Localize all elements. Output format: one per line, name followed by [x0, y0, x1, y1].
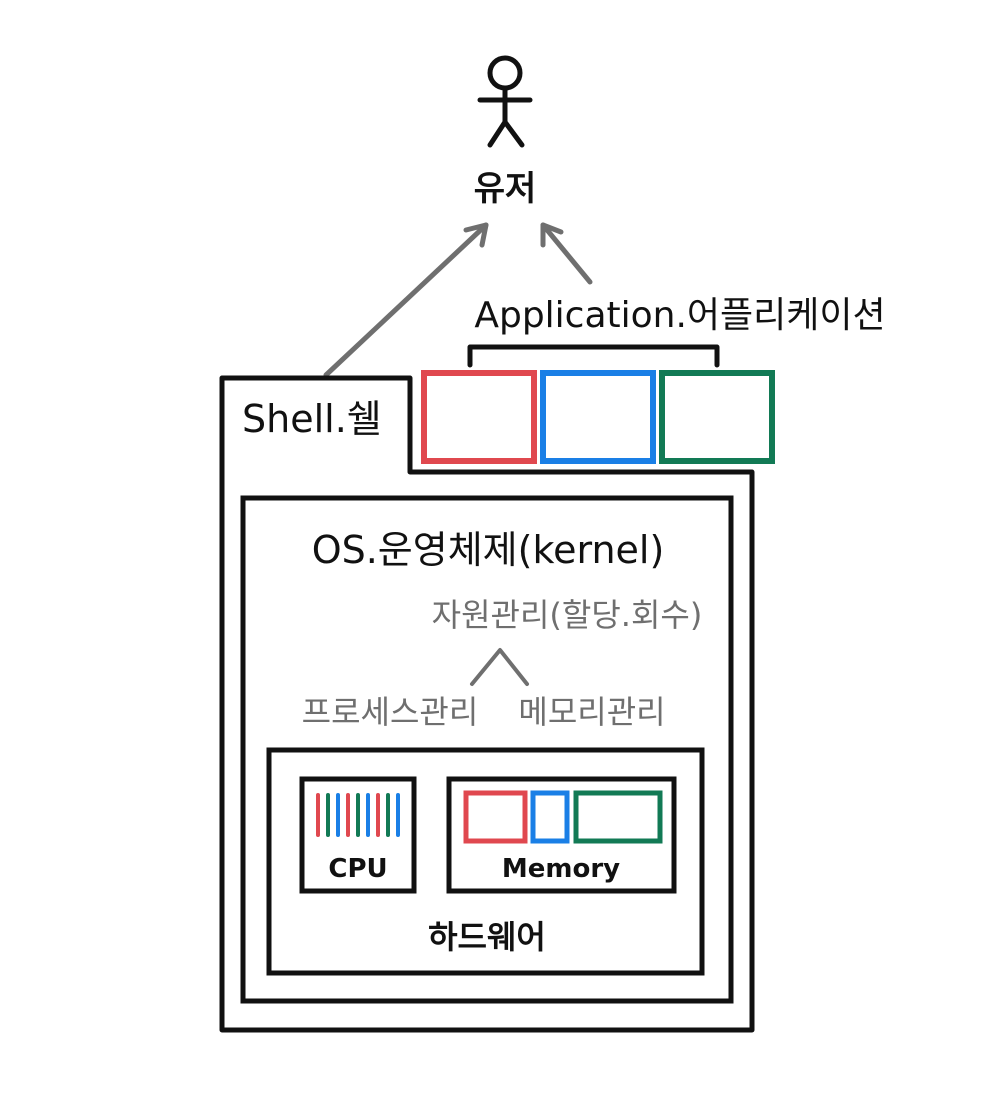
- os-kernel-box: [240, 495, 734, 1004]
- application-bracket: [467, 344, 720, 368]
- shell-label: Shell.쉘: [242, 397, 382, 441]
- application-label: Application.어플리케이션: [474, 295, 885, 336]
- shell-to-user-arrow: [323, 222, 489, 378]
- memory-label: Memory: [502, 854, 620, 884]
- resource-branch-lines: [470, 648, 529, 686]
- hardware-label: 하드웨어: [428, 918, 546, 956]
- user-figure-icon: [477, 55, 533, 148]
- application-to-user-arrow: [540, 222, 593, 285]
- memory-block-1: [463, 790, 528, 844]
- memory-block-3: [573, 790, 663, 844]
- cpu-core-bars: [316, 793, 400, 837]
- shell-box: [219, 375, 755, 1033]
- memory-block-2: [530, 790, 570, 844]
- os-label: OS.운영체제(kernel): [312, 528, 665, 572]
- application-box-2: [540, 370, 656, 464]
- resource-management-label: 자원관리(할당.회수): [432, 596, 703, 634]
- application-box-3: [659, 370, 775, 464]
- process-management-label: 프로세스관리: [302, 693, 479, 731]
- memory-box: [446, 776, 677, 894]
- cpu-box: [299, 776, 417, 894]
- hardware-box: [266, 747, 705, 976]
- cpu-label: CPU: [328, 854, 387, 884]
- user-label: 유저: [474, 169, 537, 209]
- memory-management-label: 메모리관리: [518, 693, 665, 731]
- application-box-1: [421, 370, 537, 464]
